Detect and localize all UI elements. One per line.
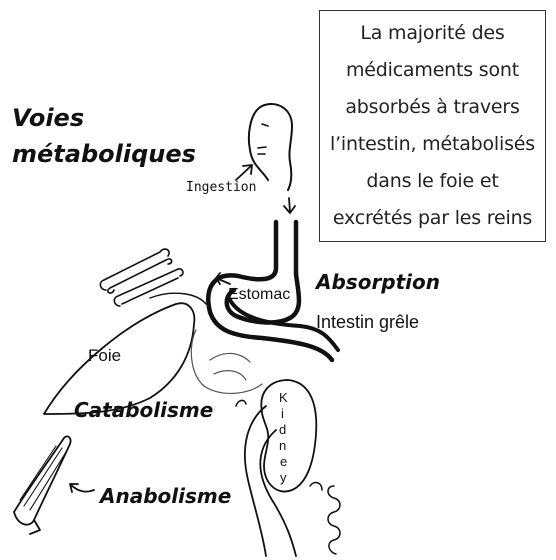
- ingestion-arrow-icon: [236, 165, 252, 180]
- kidney-letter: n: [279, 438, 286, 453]
- vessel-icon: [236, 400, 246, 406]
- info-box-line: dans le foie et: [366, 163, 498, 200]
- info-box-line: l’intestin, métabolisés: [330, 126, 535, 163]
- head-mouth-icon: [258, 147, 266, 154]
- bacteria-chain-icon: [328, 486, 340, 554]
- anabolism-label: Anabolisme: [100, 484, 231, 508]
- info-box-line: absorbés à travers: [345, 89, 519, 126]
- catabolism-label: Catabolisme: [74, 398, 213, 422]
- info-box-line: La majorité des: [360, 15, 504, 52]
- kidney-letter: d: [279, 422, 286, 437]
- kidney-letter: i: [281, 406, 284, 421]
- bacteria-icon: [310, 483, 322, 490]
- ingestion-label: Ingestion: [186, 180, 256, 195]
- info-box: La majorité des médicaments sont absorbé…: [319, 10, 546, 242]
- head-eye-icon: [262, 124, 268, 126]
- absorption-label: Absorption: [316, 270, 440, 294]
- stomach-label: Estomac: [228, 286, 290, 304]
- kidney-letter: K: [279, 390, 288, 405]
- bone-icon: [114, 269, 183, 306]
- muscle-icon: [14, 436, 71, 524]
- kidney-letter: e: [280, 454, 287, 469]
- info-box-line: médicaments sont: [346, 52, 519, 89]
- down-arrow-icon: [284, 198, 295, 213]
- liver-label: Foie: [88, 346, 121, 366]
- heading-line-1: Voies: [12, 104, 84, 132]
- head-icon: [249, 104, 292, 190]
- liver-fold-icon: [150, 293, 206, 304]
- organs-outline-icon: [191, 330, 262, 393]
- heading-line-2: métaboliques: [12, 140, 196, 168]
- info-box-line: excrétés par les reins: [333, 200, 532, 237]
- kidney-letter: y: [280, 470, 287, 485]
- anabolism-arrow-icon: [70, 484, 94, 492]
- small-intestine-label: Intestin grêle: [316, 312, 419, 333]
